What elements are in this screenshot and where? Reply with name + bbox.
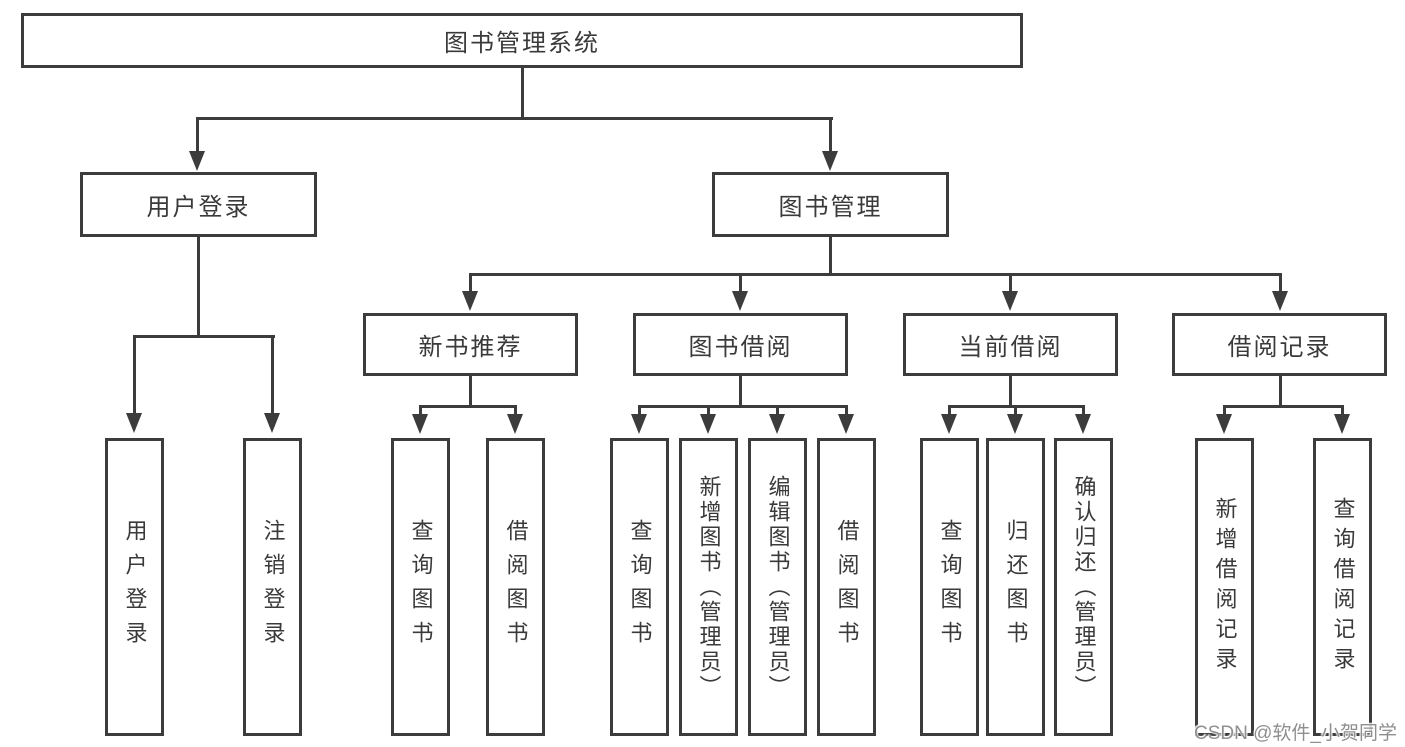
leaf-label: 查询借阅记录 — [1330, 497, 1356, 677]
node-new-book-recommend: 新书推荐 — [363, 313, 578, 376]
arrow-down-icon — [507, 414, 523, 434]
leaf-label: 新增借阅记录 — [1212, 497, 1238, 677]
connector-line — [469, 376, 472, 408]
arrow-down-icon — [941, 414, 957, 434]
node-label: 图书借阅 — [688, 334, 793, 361]
leaf-label: 归还图书 — [1003, 519, 1029, 655]
arrow-down-icon — [732, 291, 748, 311]
leaf-label: 查询图书 — [408, 519, 434, 655]
leaf-label: 确认归还（管理员） — [1071, 474, 1097, 700]
connector-line — [845, 405, 848, 416]
leaf-query-book-recommend: 查询图书 — [391, 438, 450, 736]
arrow-down-icon — [1216, 414, 1232, 434]
arrow-down-icon — [462, 291, 478, 311]
leaf-label: 借阅图书 — [834, 519, 860, 655]
connector-line — [638, 405, 641, 416]
node-label: 借阅记录 — [1227, 334, 1332, 361]
arrow-down-icon — [700, 414, 716, 434]
connector-line — [638, 405, 848, 408]
leaf-edit-book-admin: 编辑图书（管理员） — [748, 438, 807, 736]
node-user-login: 用户登录 — [80, 172, 317, 237]
connector-line — [469, 273, 472, 293]
leaf-query-book-borrow: 查询图书 — [610, 438, 669, 736]
connector-line — [1009, 273, 1012, 293]
connector-line — [1341, 405, 1344, 416]
leaf-confirm-return-admin: 确认归还（管理员） — [1054, 438, 1113, 736]
node-current-borrow: 当前借阅 — [903, 313, 1118, 376]
connector-line — [419, 405, 422, 416]
arrow-down-icon — [822, 151, 838, 171]
connector-line — [829, 237, 832, 276]
arrow-down-icon — [838, 414, 854, 434]
leaf-logout: 注销登录 — [243, 438, 302, 736]
node-borrow-records: 借阅记录 — [1172, 313, 1387, 376]
connector-line — [829, 117, 832, 153]
leaf-query-book-current: 查询图书 — [920, 438, 979, 736]
connector-line — [1279, 273, 1282, 293]
connector-line — [514, 405, 517, 416]
connector-line — [133, 335, 136, 413]
connector-line — [1223, 405, 1344, 408]
leaf-label: 查询图书 — [627, 519, 653, 655]
leaf-add-book-admin: 新增图书（管理员） — [679, 438, 738, 736]
connector-line — [739, 273, 742, 293]
arrow-down-icon — [126, 413, 142, 433]
connector-line — [776, 405, 779, 416]
node-label: 当前借阅 — [958, 334, 1063, 361]
connector-line — [739, 376, 742, 408]
arrow-down-icon — [189, 151, 205, 171]
connector-line — [521, 68, 524, 120]
arrow-down-icon — [1007, 414, 1023, 434]
connector-line — [196, 117, 199, 153]
arrow-down-icon — [631, 414, 647, 434]
connector-line — [1279, 376, 1282, 408]
leaf-user-login: 用户登录 — [105, 438, 164, 736]
leaf-label: 查询图书 — [937, 519, 963, 655]
leaf-add-borrow-record: 新增借阅记录 — [1195, 438, 1254, 736]
connector-line — [469, 273, 1282, 276]
connector-line — [197, 237, 200, 338]
connector-line — [133, 335, 275, 338]
leaf-label: 借阅图书 — [503, 519, 529, 655]
connector-line — [419, 405, 517, 408]
connector-line — [1223, 405, 1226, 416]
connector-line — [707, 405, 710, 416]
connector-line — [196, 117, 833, 120]
arrow-down-icon — [264, 413, 280, 433]
node-label: 图书管理系统 — [444, 30, 600, 57]
arrow-down-icon — [1075, 414, 1091, 434]
arrow-down-icon — [1272, 291, 1288, 311]
arrow-down-icon — [769, 414, 785, 434]
node-book-management: 图书管理 — [712, 172, 949, 237]
arrow-down-icon — [1334, 414, 1350, 434]
connector-line — [271, 335, 274, 413]
leaf-label: 注销登录 — [260, 519, 286, 655]
leaf-label: 编辑图书（管理员） — [765, 474, 791, 700]
leaf-label: 用户登录 — [122, 519, 148, 655]
arrow-down-icon — [412, 414, 428, 434]
csdn-watermark: CSDN @软件_小贺同学 — [1194, 723, 1397, 744]
leaf-return-book: 归还图书 — [986, 438, 1045, 736]
arrow-down-icon — [1002, 291, 1018, 311]
leaf-borrow-book-recommend: 借阅图书 — [486, 438, 545, 736]
node-label: 用户登录 — [146, 194, 251, 221]
leaf-borrow-book: 借阅图书 — [817, 438, 876, 736]
leaf-query-borrow-record: 查询借阅记录 — [1313, 438, 1372, 736]
connector-line — [1014, 405, 1017, 416]
node-label: 新书推荐 — [418, 334, 523, 361]
connector-line — [948, 405, 951, 416]
leaf-label: 新增图书（管理员） — [696, 474, 722, 700]
connector-line — [1009, 376, 1012, 408]
node-book-borrow: 图书借阅 — [633, 313, 848, 376]
node-library-system: 图书管理系统 — [21, 13, 1023, 68]
node-label: 图书管理 — [778, 194, 883, 221]
connector-line — [1082, 405, 1085, 416]
